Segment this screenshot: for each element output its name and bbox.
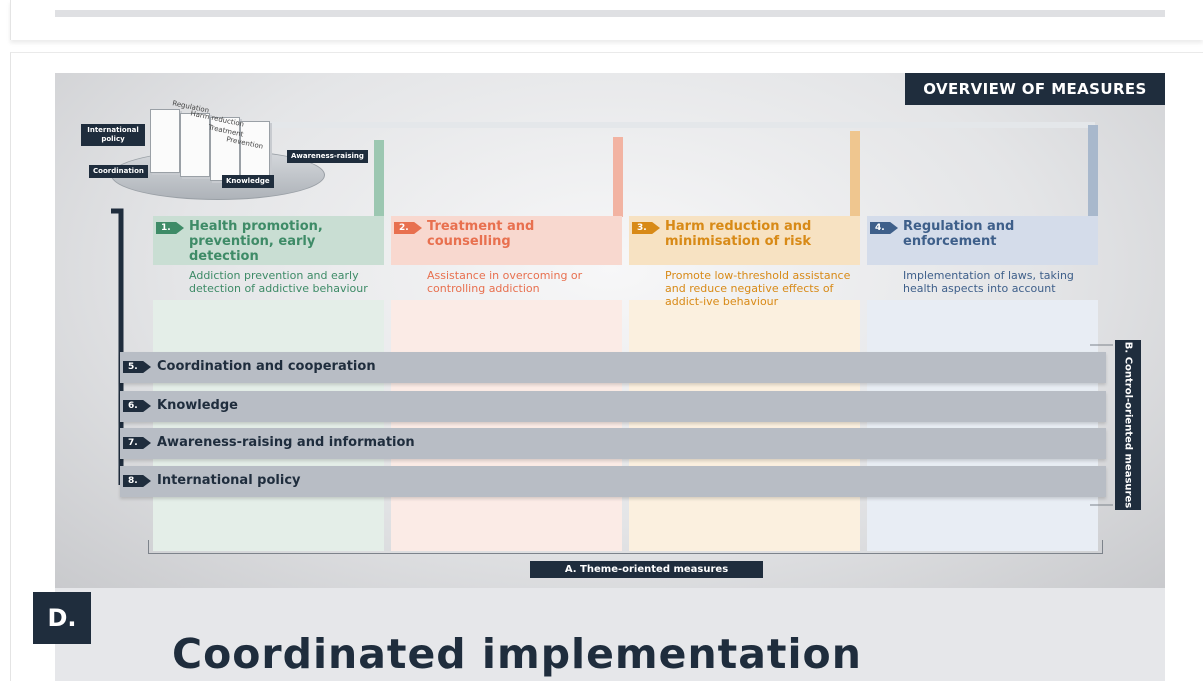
connector-col3 (850, 131, 860, 217)
connector-top-rail (270, 122, 1095, 128)
control-bracket-line (1090, 344, 1113, 506)
control-oriented-badge: B. Control-oriented measures (1115, 340, 1141, 510)
measures-infographic: OVERVIEW OF MEASURES Regulation Harm red… (55, 73, 1165, 588)
column-body (629, 300, 860, 551)
column-header: 3. Harm reduction and minimisation of ri… (629, 216, 860, 265)
control-band-6: 6. Knowledge (120, 391, 1106, 422)
band-number-badge: 5. (123, 361, 151, 373)
theme-column-4: 4. Regulation and enforcement Implementa… (867, 216, 1098, 551)
section-title: Coordinated implementation (172, 630, 862, 678)
band-number-badge: 6. (123, 400, 151, 412)
theme-oriented-badge: A. Theme-oriented measures (530, 561, 763, 578)
control-band-7: 7. Awareness-raising and information (120, 428, 1106, 459)
slab-regulation (150, 109, 180, 173)
slab-treatment (210, 117, 240, 181)
column-header: 1. Health promotion, prevention, early d… (153, 216, 384, 265)
column-title: Treatment and counselling (427, 219, 535, 249)
tag-knowledge: Knowledge (222, 175, 274, 188)
band-label: Coordination and cooperation (157, 359, 376, 374)
column-title: Regulation and enforcement (903, 219, 1015, 249)
control-band-5: 5. Coordination and cooperation (120, 352, 1106, 383)
column-body (867, 300, 1098, 551)
tag-international-policy: International policy (81, 124, 145, 146)
column-header: 4. Regulation and enforcement (867, 216, 1098, 265)
column-description: Addiction prevention and early detection… (189, 269, 368, 295)
section-band (55, 588, 1165, 681)
control-band-8: 8. International policy (120, 466, 1106, 497)
connector-col1 (374, 140, 384, 217)
control-bracket (1090, 344, 1113, 506)
theme-column-2: 2. Treatment and counselling Assistance … (391, 216, 622, 551)
column-number-badge: 1. (156, 222, 184, 234)
theme-bracket (148, 540, 1103, 554)
band-number-badge: 7. (123, 437, 151, 449)
slab-harm-reduction (180, 113, 210, 177)
column-number-badge: 3. (632, 222, 660, 234)
band-label: Awareness-raising and information (157, 435, 415, 450)
column-body (391, 300, 622, 551)
column-description: Implementation of laws, taking health as… (903, 269, 1074, 295)
column-body (153, 300, 384, 551)
column-title: Health promotion, prevention, early dete… (189, 219, 323, 264)
band-label: International policy (157, 473, 301, 488)
band-number-badge: 8. (123, 475, 151, 487)
model-stack: Regulation Harm reduction Treatment Prev… (150, 99, 280, 185)
column-header: 2. Treatment and counselling (391, 216, 622, 265)
connector-col2 (613, 137, 623, 217)
column-description: Assistance in overcoming or controlling … (427, 269, 583, 295)
slab-prevention (240, 121, 270, 185)
column-number-badge: 4. (870, 222, 898, 234)
connector-col4 (1088, 125, 1098, 217)
column-title: Harm reduction and minimisation of risk (665, 219, 812, 249)
section-badge: D. (33, 592, 91, 644)
tag-coordination: Coordination (89, 165, 148, 178)
column-number-badge: 2. (394, 222, 422, 234)
top-divider (55, 10, 1165, 17)
top-card (10, 0, 1203, 40)
theme-column-3: 3. Harm reduction and minimisation of ri… (629, 216, 860, 551)
band-label: Knowledge (157, 398, 238, 413)
column-description: Promote low-threshold assistance and red… (665, 269, 851, 308)
control-oriented-label: B. Control-oriented measures (1122, 341, 1134, 509)
overview-badge: OVERVIEW OF MEASURES (905, 73, 1165, 105)
tag-awareness-raising: Awareness-raising (287, 150, 368, 163)
theme-column-1: 1. Health promotion, prevention, early d… (153, 216, 384, 551)
